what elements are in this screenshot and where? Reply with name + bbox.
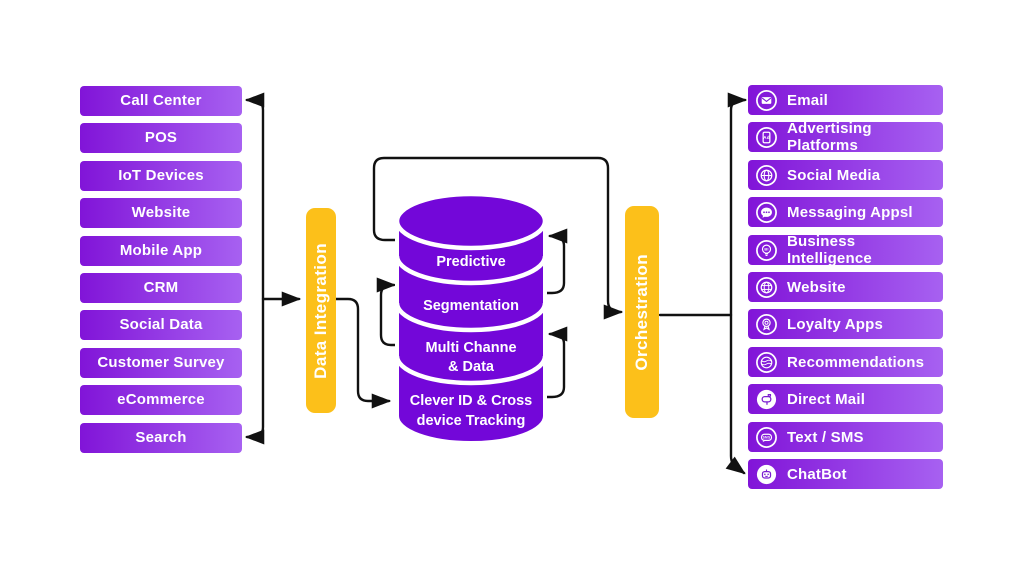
cylinder-to-orchestration-loop bbox=[372, 156, 624, 320]
channel-label: ChatBot bbox=[787, 465, 847, 483]
recommendations-icon bbox=[756, 351, 777, 373]
channel-social-media: Social Media bbox=[748, 160, 943, 190]
cylinder-section-multichannel-line1: Multi Channe bbox=[425, 340, 516, 356]
channel-label: Advertising Platforms bbox=[787, 120, 872, 154]
source-mobile-app: Mobile App bbox=[80, 236, 242, 266]
source-crm: CRM bbox=[80, 273, 242, 303]
channel-advertising-platforms: Ad Advertising Platforms bbox=[748, 120, 943, 154]
database-cylinder: Predictive Segmentation Multi Channe & D… bbox=[394, 191, 548, 445]
channel-email: Email bbox=[748, 85, 943, 115]
right-bracket-connector bbox=[725, 92, 748, 475]
cylinder-top-cap bbox=[394, 191, 548, 251]
cylinder-left-loop-arrow bbox=[376, 277, 401, 347]
channel-business-intelligence: BI Business Intelligence bbox=[748, 233, 943, 267]
source-website: Website bbox=[80, 198, 242, 228]
messaging-apps-icon bbox=[756, 201, 777, 223]
channel-label: Website bbox=[787, 278, 846, 296]
left-bracket-connector bbox=[244, 92, 265, 445]
data-integration-label: Data Integration bbox=[311, 242, 330, 379]
channel-label: Messaging Appsl bbox=[787, 203, 913, 221]
chatbot-icon bbox=[756, 464, 777, 484]
cylinder-right-upper-loop-arrow bbox=[539, 228, 568, 295]
cylinder-section-multichannel-line2: & Data bbox=[448, 359, 495, 375]
source-call-center: Call Center bbox=[80, 86, 242, 116]
source-customer-survey: Customer Survey bbox=[80, 348, 242, 378]
cylinder-separator-3 bbox=[394, 355, 548, 386]
channel-label: Text / SMS bbox=[787, 428, 864, 446]
channel-loyalty-apps: Loyalty Apps bbox=[748, 309, 943, 339]
data-integration-bar: Data Integration bbox=[306, 208, 336, 413]
svg-text:Ad: Ad bbox=[763, 135, 770, 141]
orchestration-bar: Orchestration bbox=[625, 206, 659, 418]
cylinder-section-cleverid-line1: Clever ID & Cross bbox=[410, 393, 533, 409]
source-iot-devices: IoT Devices bbox=[80, 161, 242, 191]
advertising-platforms-icon: Ad bbox=[756, 126, 777, 148]
channel-label: Direct Mail bbox=[787, 390, 866, 408]
channel-direct-mail: Direct Mail bbox=[748, 384, 943, 414]
source-social-data: Social Data bbox=[80, 310, 242, 340]
channel-chatbot: ChatBot bbox=[748, 459, 943, 489]
source-ecommerce: eCommerce bbox=[80, 385, 242, 415]
social-media-icon bbox=[756, 164, 777, 186]
direct-mail-icon bbox=[756, 389, 777, 409]
channel-recommendations: Recommendations bbox=[748, 347, 943, 377]
cylinder-separator-1 bbox=[394, 255, 548, 286]
orchestration-label: Orchestration bbox=[632, 253, 651, 371]
business-intelligence-icon: BI bbox=[756, 239, 777, 261]
channel-label: Email bbox=[787, 91, 829, 109]
cylinder-section-predictive: Predictive bbox=[436, 254, 505, 270]
channel-label: Recommendations bbox=[787, 353, 925, 371]
cylinder-separator-2 bbox=[394, 302, 548, 333]
email-icon bbox=[756, 89, 777, 111]
loyalty-apps-icon bbox=[756, 313, 777, 335]
source-search: Search bbox=[80, 423, 242, 453]
channel-website: Website bbox=[748, 272, 943, 302]
channel-label: Loyalty Apps bbox=[787, 315, 884, 333]
website-icon bbox=[756, 276, 777, 298]
svg-text:BI: BI bbox=[764, 247, 768, 251]
channel-label: Social Media bbox=[787, 166, 881, 184]
channel-messaging-apps: Messaging Appsl bbox=[748, 197, 943, 227]
cylinder-section-segmentation: Segmentation bbox=[423, 298, 519, 314]
text-sms-icon: SMS bbox=[756, 426, 777, 448]
channel-label: Business Intelligence bbox=[787, 233, 872, 267]
connectors bbox=[244, 92, 748, 475]
cylinder-section-cleverid-line2: device Tracking bbox=[417, 413, 526, 429]
source-pos: POS bbox=[80, 123, 242, 153]
channel-text-sms: SMS Text / SMS bbox=[748, 422, 943, 452]
cylinder-right-lower-loop-arrow bbox=[539, 326, 568, 399]
svg-text:SMS: SMS bbox=[763, 435, 771, 439]
integration-to-cylinder-arrow bbox=[334, 297, 392, 409]
